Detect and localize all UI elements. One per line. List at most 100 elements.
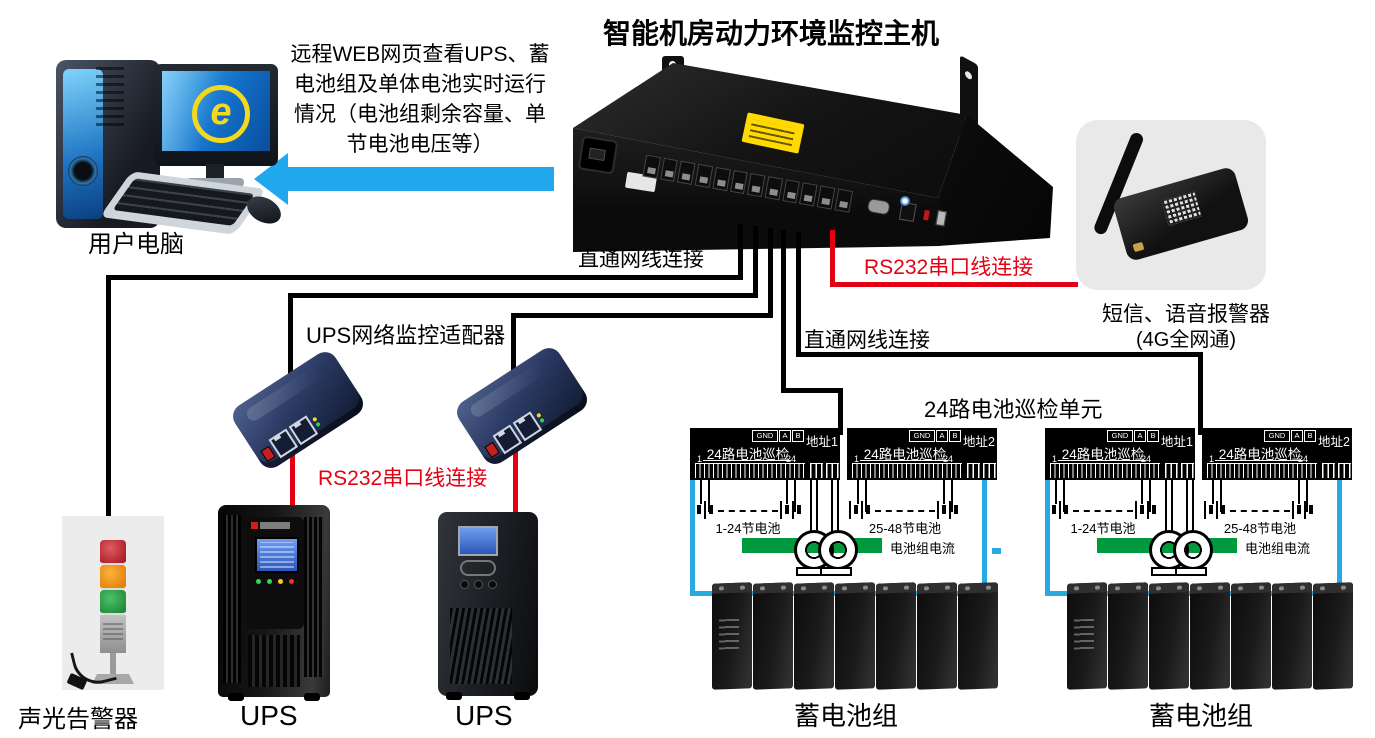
battery-range-label: 1-24节电池	[1070, 521, 1136, 536]
cable-host-to-group2-h	[796, 352, 1203, 357]
cable-host-to-tower-alarm-v1	[738, 224, 743, 280]
scale-end: 24	[1298, 454, 1309, 464]
ups2-buttons	[460, 580, 497, 589]
alarm-pole	[110, 653, 116, 675]
terminal-gnd: GND	[1107, 430, 1133, 442]
user-computer-illustration: e	[30, 40, 286, 240]
ups1-brand	[251, 522, 290, 529]
net-cable-label-mid: 直通网线连接	[804, 329, 930, 352]
module-address: 地址1	[806, 435, 838, 449]
ups2-lcd-screen	[458, 526, 498, 556]
cyan-bus-right	[982, 480, 987, 596]
alarm-lamp-green	[100, 590, 126, 615]
battery-symbol	[1047, 500, 1069, 520]
terminal-gnd: GND	[752, 430, 778, 442]
ethernet-port	[747, 173, 766, 198]
battery-monitor-group-1: GND A B 地址1 24路电池巡检 1 24 GND A B 地址2 24路…	[690, 428, 1002, 734]
channel-pins	[1207, 463, 1317, 478]
channel-pins	[695, 463, 805, 478]
rs232-cable-label-host: RS232串口线连接	[864, 256, 1034, 279]
scale-end: 24	[786, 454, 797, 464]
terminal-b: B	[1147, 430, 1159, 442]
sma-connector	[1132, 241, 1145, 253]
qr-code-sticker	[1161, 191, 1202, 226]
battery-symbol	[780, 500, 802, 520]
cable-host-to-adapter1-h	[288, 293, 758, 298]
battery-cell	[835, 582, 875, 690]
ups-network-adapter-1	[228, 347, 368, 473]
ups2-brand	[460, 560, 496, 576]
rs232-host-to-sms-v	[830, 230, 835, 287]
ethernet-port	[764, 176, 783, 201]
channel-pins	[852, 463, 962, 478]
channel-pins	[1050, 463, 1160, 478]
terminal-a: A	[779, 430, 791, 442]
cable-host-to-group1-h	[781, 388, 843, 393]
battery-range-label: 1-24节电池	[715, 521, 781, 536]
battery-cell	[753, 582, 793, 690]
scale-start: 1	[1052, 454, 1058, 464]
web-note-line: 情况（电池组剩余容量、单	[294, 103, 546, 126]
sound-light-alarm-label: 声光告警器	[18, 706, 138, 733]
battery-string-dash	[1230, 510, 1290, 512]
current-label: 电池组电流	[1245, 541, 1311, 556]
battery-symbol	[849, 500, 871, 520]
ethernet-port	[712, 166, 731, 192]
ethernet-port	[834, 188, 853, 213]
ups-tower-2	[438, 512, 538, 700]
ups-tower-1	[218, 505, 330, 701]
battery-cell	[876, 582, 916, 690]
battery-string-dash	[875, 510, 935, 512]
battery-cell	[958, 582, 998, 690]
terminal-b: B	[1304, 430, 1316, 442]
pc-screen: e	[162, 71, 270, 151]
rs232-adapter1-to-ups1	[290, 452, 295, 514]
cable-host-to-adapter2-v1	[768, 228, 773, 318]
page-title: 智能机房动力环境监控主机	[602, 18, 939, 49]
scale-start: 1	[697, 454, 703, 464]
ups-adapter-label: UPS网络监控适配器	[306, 323, 506, 348]
module-title: 24路电池巡检	[863, 447, 947, 462]
cable-host-to-tower-alarm-v2	[106, 275, 111, 518]
scale-end: 24	[943, 454, 954, 464]
ethernet-port	[677, 160, 696, 185]
web-note-line: 节电池电压等）	[346, 133, 494, 156]
cyan-bus-dash	[992, 548, 1001, 554]
sound-light-alarm-device	[62, 516, 164, 691]
battery-symbol	[692, 500, 714, 520]
cyan-bus-left	[690, 480, 695, 596]
battery-bank-label: 蓄电池组	[1148, 701, 1253, 731]
battery-cell	[917, 582, 957, 690]
alarm-base	[92, 674, 134, 684]
scale-start: 1	[854, 454, 860, 464]
rs232-adapter2-to-ups2	[513, 448, 518, 512]
alarm-buzzer-body	[100, 615, 126, 653]
ethernet-port	[782, 179, 801, 204]
ethernet-port	[642, 154, 661, 179]
ups1-lcd-screen	[255, 537, 299, 573]
sms-alarm-body	[1111, 165, 1251, 263]
terminal-b: B	[949, 430, 961, 442]
battery-inspection-module: GND A B 地址1 24路电池巡检 1 24	[1045, 428, 1195, 480]
cable-host-to-adapter2-h	[511, 313, 773, 318]
ethernet-port	[799, 182, 818, 207]
pc-monitor: e	[154, 64, 278, 166]
ups-network-adapter-2	[452, 343, 592, 469]
battery-symbol	[1292, 500, 1314, 520]
battery-string-dash	[718, 510, 778, 512]
ups1-label: UPS	[240, 700, 298, 731]
battery-inspection-module: GND A B 地址2 24路电池巡检 1 24	[847, 428, 997, 480]
web-access-arrow-shaft	[286, 167, 554, 191]
battery-cell	[1272, 582, 1312, 690]
ups1-status-leds	[256, 579, 294, 584]
battery-cell	[1108, 582, 1148, 690]
alarm-lamp-amber	[100, 565, 126, 590]
battery-cell	[712, 582, 752, 690]
cable-host-to-group1-v2	[838, 388, 843, 435]
battery-cell	[1313, 582, 1353, 690]
cable-host-to-adapter1-v1	[753, 226, 758, 298]
rs485-terminals: GND A B	[752, 430, 804, 442]
terminal-a: A	[1134, 430, 1146, 442]
pc-monitor-stand	[206, 164, 224, 180]
cyan-bus-left	[1045, 480, 1050, 596]
